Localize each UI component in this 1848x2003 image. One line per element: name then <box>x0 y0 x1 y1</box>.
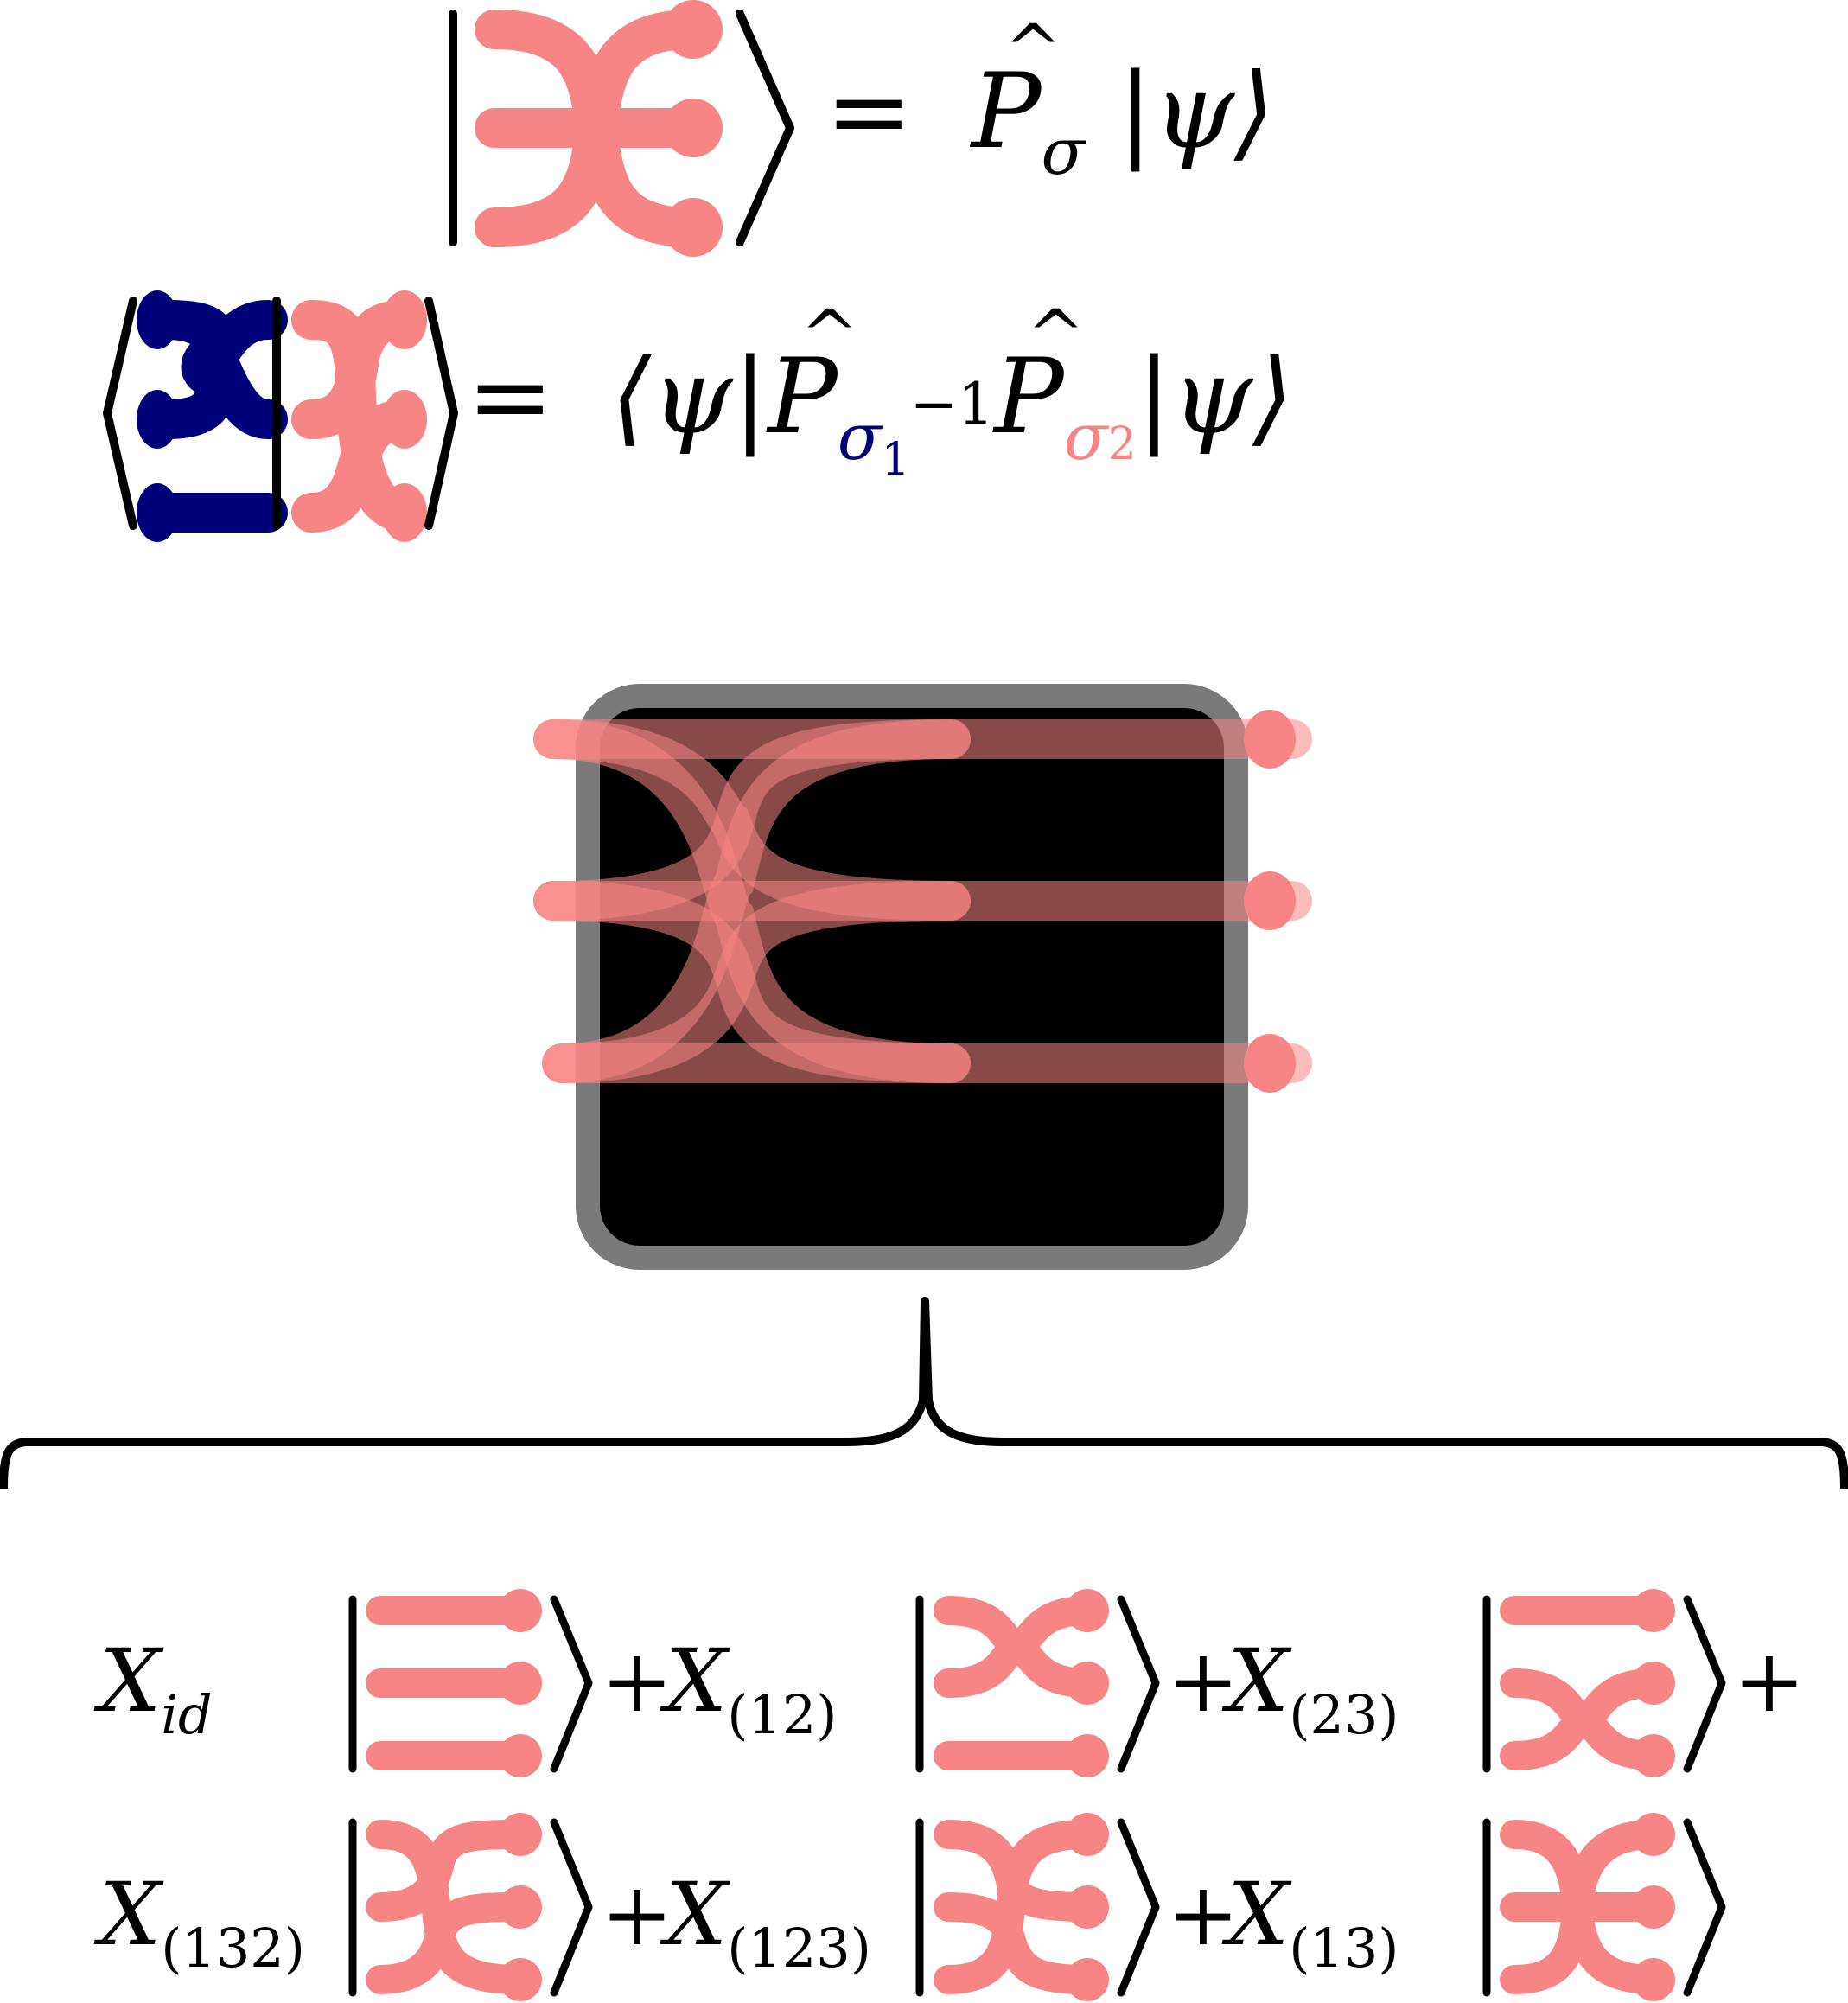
ket-123 <box>915 1813 1160 2001</box>
coef-13: X(13) <box>1227 1864 1399 1981</box>
ket-13 <box>1482 1813 1726 2001</box>
operator-p-2: P <box>994 337 1064 457</box>
plus-4: + <box>601 1864 673 1965</box>
plus-5: + <box>1167 1864 1239 1965</box>
equals-sign: = <box>467 337 554 457</box>
superscript-inverse: −1 <box>909 371 995 438</box>
operator-p-1: P <box>768 337 838 457</box>
state-psi: |ψ⟩ <box>1118 52 1275 172</box>
ket-psi: |ψ⟩ <box>1136 337 1294 457</box>
equation-1-ket <box>449 0 794 257</box>
superposition-box <box>533 684 1312 1270</box>
subscript-sigma-1: σ <box>837 399 882 475</box>
equation-1-rhs: = ^ P σ |ψ⟩ <box>825 16 1275 184</box>
coef-123: X(123) <box>666 1864 871 1981</box>
ket-id <box>348 1589 593 1777</box>
subscript-sigma: σ <box>1041 114 1086 190</box>
coef-12: X(12) <box>666 1630 838 1747</box>
operator-p: P <box>971 52 1042 172</box>
subscript-sigma-2: σ <box>1063 399 1108 475</box>
subscript-index-2: 2 <box>1107 418 1137 471</box>
ket-close-angle-2 <box>424 297 458 530</box>
plus-3: + <box>1733 1630 1806 1732</box>
ket-132 <box>348 1813 593 2001</box>
operator-hat-1: ^ <box>800 295 859 375</box>
ket-strands-13 <box>475 10 711 247</box>
ket-23 <box>1482 1589 1726 1777</box>
ket-12 <box>915 1589 1160 1777</box>
equation-2-braket <box>103 290 458 542</box>
coef-23: X(23) <box>1227 1630 1399 1747</box>
overlapping-strands <box>533 719 1312 1083</box>
bra-open-angle <box>103 297 137 530</box>
ket-close-angle <box>736 10 794 246</box>
subscript-index-1: 1 <box>881 434 910 487</box>
curly-brace <box>0 1297 1848 1489</box>
equation-2-rhs: = ⟨ψ| ^ P σ1−1 ^ P σ2|ψ⟩ <box>467 301 1293 483</box>
operator-hat-2: ^ <box>1027 295 1086 375</box>
operator-hat: ^ <box>1004 10 1062 90</box>
plus-1: + <box>601 1630 673 1732</box>
coef-132: X(132) <box>99 1864 305 1981</box>
plus-2: + <box>1167 1630 1239 1732</box>
bra-psi: ⟨ψ| <box>610 337 768 457</box>
bra-strands-12 <box>148 300 288 533</box>
equals-sign: = <box>825 52 913 172</box>
coef-id: Xid <box>99 1630 213 1747</box>
